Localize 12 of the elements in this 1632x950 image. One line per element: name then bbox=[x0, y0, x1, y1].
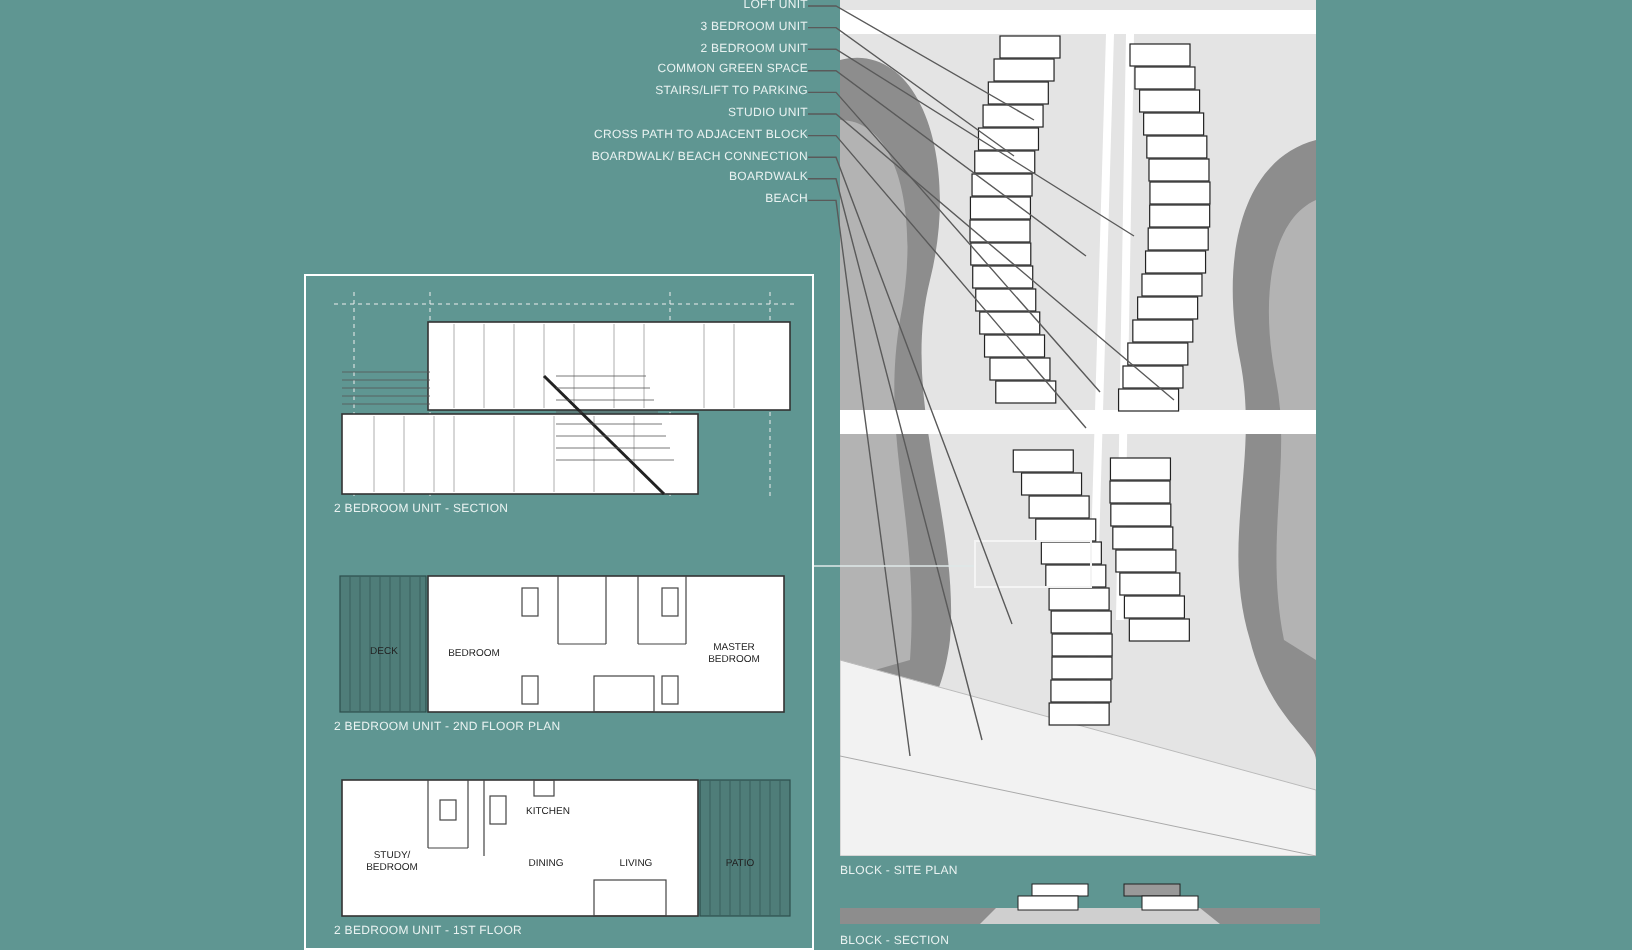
leader-line bbox=[807, 178, 983, 741]
leader-line bbox=[807, 199, 911, 757]
drawing-panel bbox=[304, 274, 814, 950]
leader-line bbox=[807, 91, 1101, 393]
leader-line bbox=[807, 70, 1087, 257]
leader-line bbox=[807, 26, 1015, 157]
highlight-frame bbox=[974, 540, 1092, 588]
leader-line bbox=[807, 113, 1175, 401]
leader-line bbox=[807, 48, 1135, 237]
leader-line bbox=[807, 134, 1087, 429]
leader-line bbox=[807, 5, 1035, 121]
leader-line bbox=[807, 156, 1013, 625]
